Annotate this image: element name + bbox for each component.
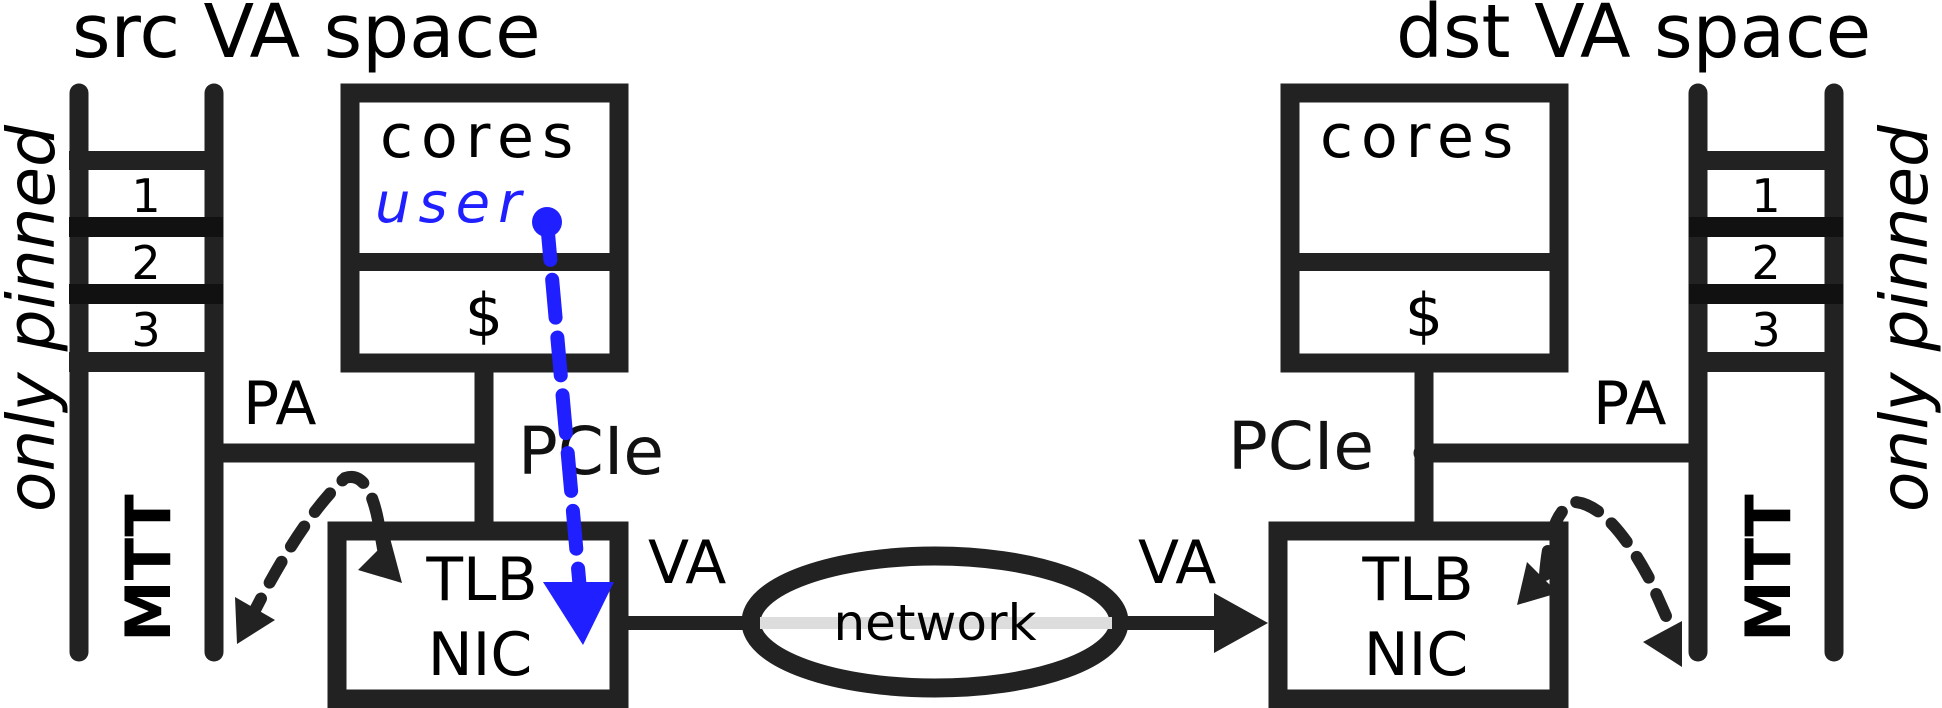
dst-nic-label: NIC bbox=[1364, 620, 1468, 690]
dst-nic-box: TLB NIC bbox=[1268, 521, 1569, 708]
src-mtt-rung bbox=[69, 284, 223, 304]
dst-nic-frame bbox=[1268, 521, 1569, 708]
dst-cores-label: cores bbox=[1320, 102, 1521, 172]
network-label: network bbox=[833, 594, 1036, 652]
dst-mtt-rung bbox=[1689, 151, 1843, 170]
dst-va-label: VA bbox=[1138, 528, 1216, 598]
dst-title: dst VA space bbox=[1396, 0, 1871, 75]
dst-cache-divider bbox=[1281, 253, 1568, 271]
src-nic-label: NIC bbox=[428, 620, 532, 690]
dst-mtt-table: 1 2 3 MTT bbox=[1688, 83, 1844, 662]
src-cores-frame bbox=[340, 83, 629, 373]
src-pcie-label: PCIe bbox=[518, 413, 664, 490]
user-path-arrowhead bbox=[543, 582, 614, 645]
src-cache-divider bbox=[341, 253, 628, 271]
dst-arrowhead-to-tlb bbox=[1517, 562, 1558, 605]
src-mtt-lookup-arrows bbox=[235, 470, 402, 644]
src-mtt-rung bbox=[69, 217, 223, 237]
dst-side: dst VA space only pinned 1 2 3 MTT PA PC… bbox=[1138, 0, 1942, 708]
src-mtt-table: 1 2 3 MTT bbox=[69, 83, 224, 662]
network-link: network bbox=[619, 546, 1268, 698]
dst-pcie-label: PCIe bbox=[1228, 408, 1374, 485]
dst-mtt-entry-1: 1 bbox=[1751, 169, 1780, 223]
src-side: src VA space only pinned 1 2 3 MTT PA PC… bbox=[0, 0, 726, 708]
src-only-pinned-label: only pinned bbox=[0, 124, 70, 512]
dst-tlb-label: TLB bbox=[1361, 545, 1473, 615]
src-arrowhead-to-tlb bbox=[358, 538, 402, 583]
dst-cache-label: $ bbox=[1405, 281, 1443, 351]
user-path-dashed-line bbox=[540, 215, 587, 597]
src-lookup-dashed-path bbox=[244, 470, 391, 626]
src-title: src VA space bbox=[72, 0, 541, 75]
user-request-path bbox=[532, 207, 614, 645]
network-arrowhead bbox=[1214, 593, 1268, 653]
dst-cores-frame bbox=[1280, 83, 1569, 373]
dst-only-pinned-label: only pinned bbox=[1866, 124, 1942, 512]
src-va-label: VA bbox=[648, 528, 726, 598]
src-cache-label: $ bbox=[465, 281, 503, 351]
src-mtt-entry-2: 2 bbox=[131, 236, 160, 290]
dst-mtt-entry-2: 2 bbox=[1751, 236, 1780, 290]
dst-cpu-box: cores $ bbox=[1280, 83, 1569, 373]
src-tlb-label: TLB bbox=[425, 545, 537, 615]
dst-mtt-rung bbox=[1689, 352, 1843, 372]
src-mtt-entry-3: 3 bbox=[131, 303, 160, 357]
dst-lookup-dashed-path bbox=[1539, 495, 1676, 631]
dst-arrowhead-to-mtt bbox=[1643, 621, 1682, 667]
dst-mtt-entry-3: 3 bbox=[1751, 303, 1780, 357]
src-user-label: user bbox=[375, 171, 529, 236]
src-mtt-rung bbox=[69, 151, 223, 170]
dst-mtt-rung bbox=[1689, 217, 1843, 237]
src-mtt-entry-1: 1 bbox=[131, 169, 160, 223]
dst-mtt-rung bbox=[1689, 284, 1843, 304]
src-cpu-box: cores user $ bbox=[340, 83, 629, 373]
src-cores-label: cores bbox=[380, 102, 581, 172]
src-mtt-label: MTT bbox=[112, 494, 185, 642]
src-pa-label: PA bbox=[243, 369, 316, 439]
src-arrowhead-to-mtt bbox=[235, 597, 275, 644]
dst-mtt-lookup-arrows bbox=[1517, 495, 1682, 667]
dst-mtt-label: MTT bbox=[1732, 494, 1805, 642]
src-mtt-rung bbox=[69, 352, 223, 372]
dst-pa-label: PA bbox=[1593, 369, 1666, 439]
